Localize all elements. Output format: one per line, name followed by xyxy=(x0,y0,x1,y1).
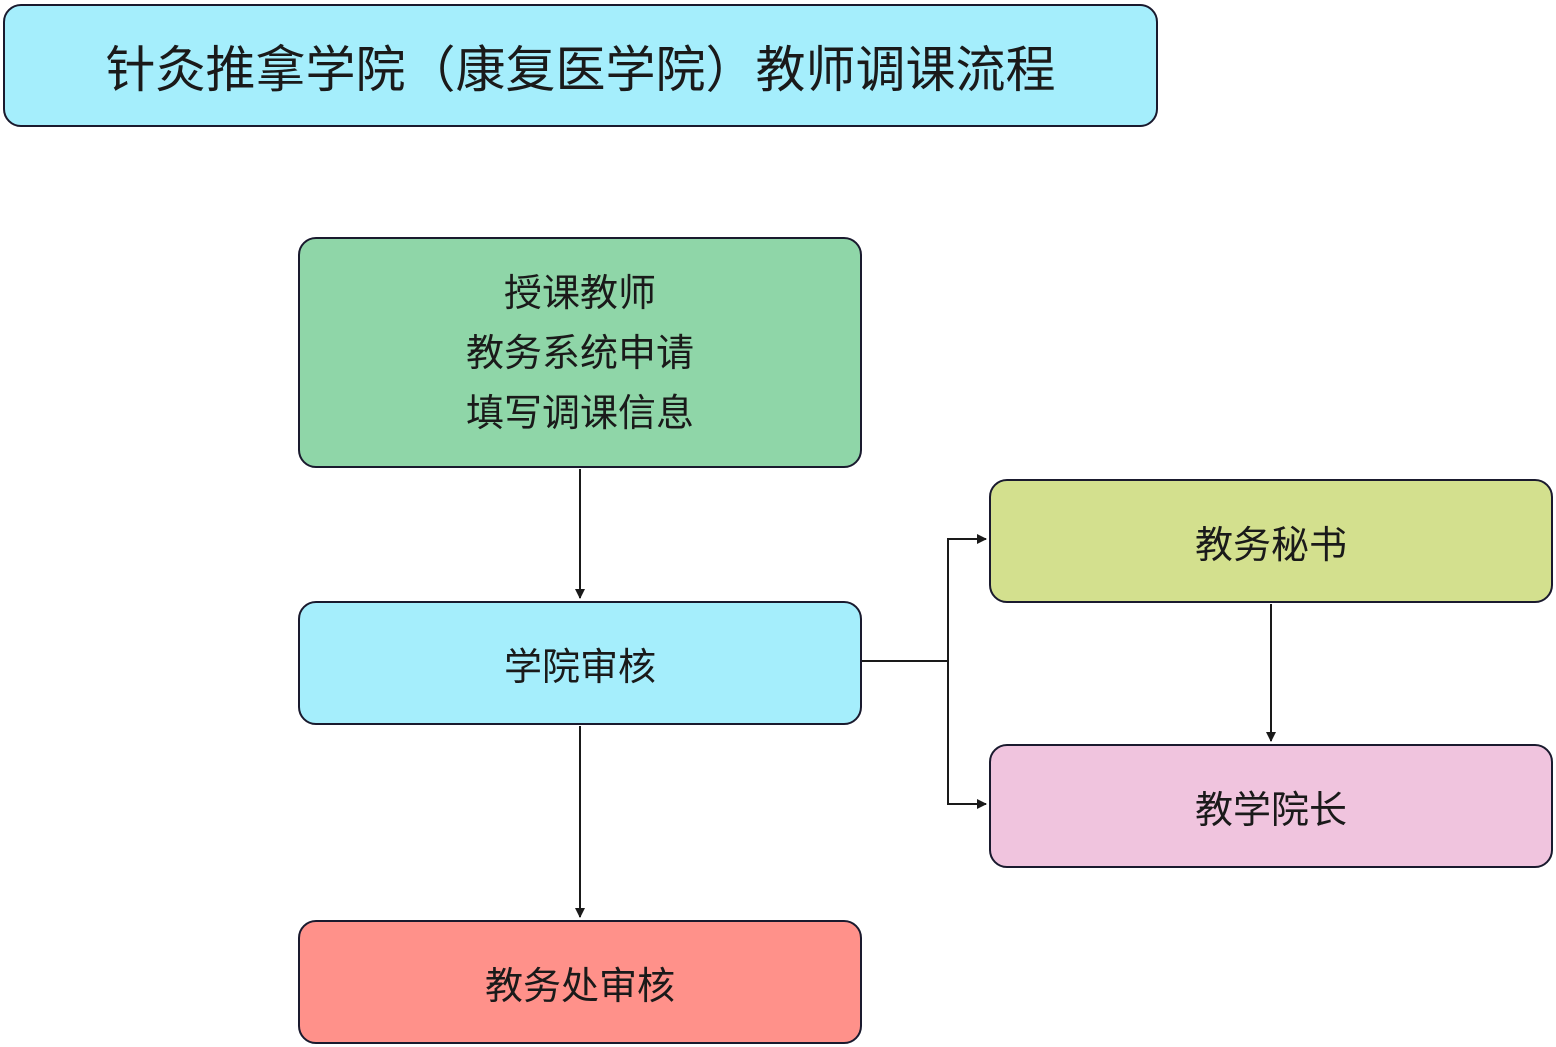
diagram-title-text: 针灸推拿学院（康复医学院）教师调课流程 xyxy=(105,40,1056,99)
node-academic-secretary-label: 教务秘书 xyxy=(1194,522,1347,567)
node-teaching-dean-label: 教学院长 xyxy=(1194,787,1347,832)
node-academic-secretary: 教务秘书 xyxy=(989,479,1553,603)
node-college-review-label: 学院审核 xyxy=(503,644,656,689)
node-teacher-line-2: 教务系统申请 xyxy=(465,330,694,375)
node-teacher-line-3: 填写调课信息 xyxy=(465,390,694,435)
arrow-college-to-dean xyxy=(947,661,987,809)
node-teacher-application: 授课教师 教务系统申请 填写调课信息 xyxy=(298,237,862,468)
arrow-college-to-secretary xyxy=(947,534,987,661)
node-academic-office-review-label: 教务处审核 xyxy=(484,963,675,1008)
node-academic-office-review: 教务处审核 xyxy=(298,920,862,1044)
node-teaching-dean: 教学院长 xyxy=(989,744,1553,868)
node-college-review: 学院审核 xyxy=(298,601,862,725)
diagram-title: 针灸推拿学院（康复医学院）教师调课流程 xyxy=(3,4,1158,127)
node-teacher-line-1: 授课教师 xyxy=(503,270,656,315)
